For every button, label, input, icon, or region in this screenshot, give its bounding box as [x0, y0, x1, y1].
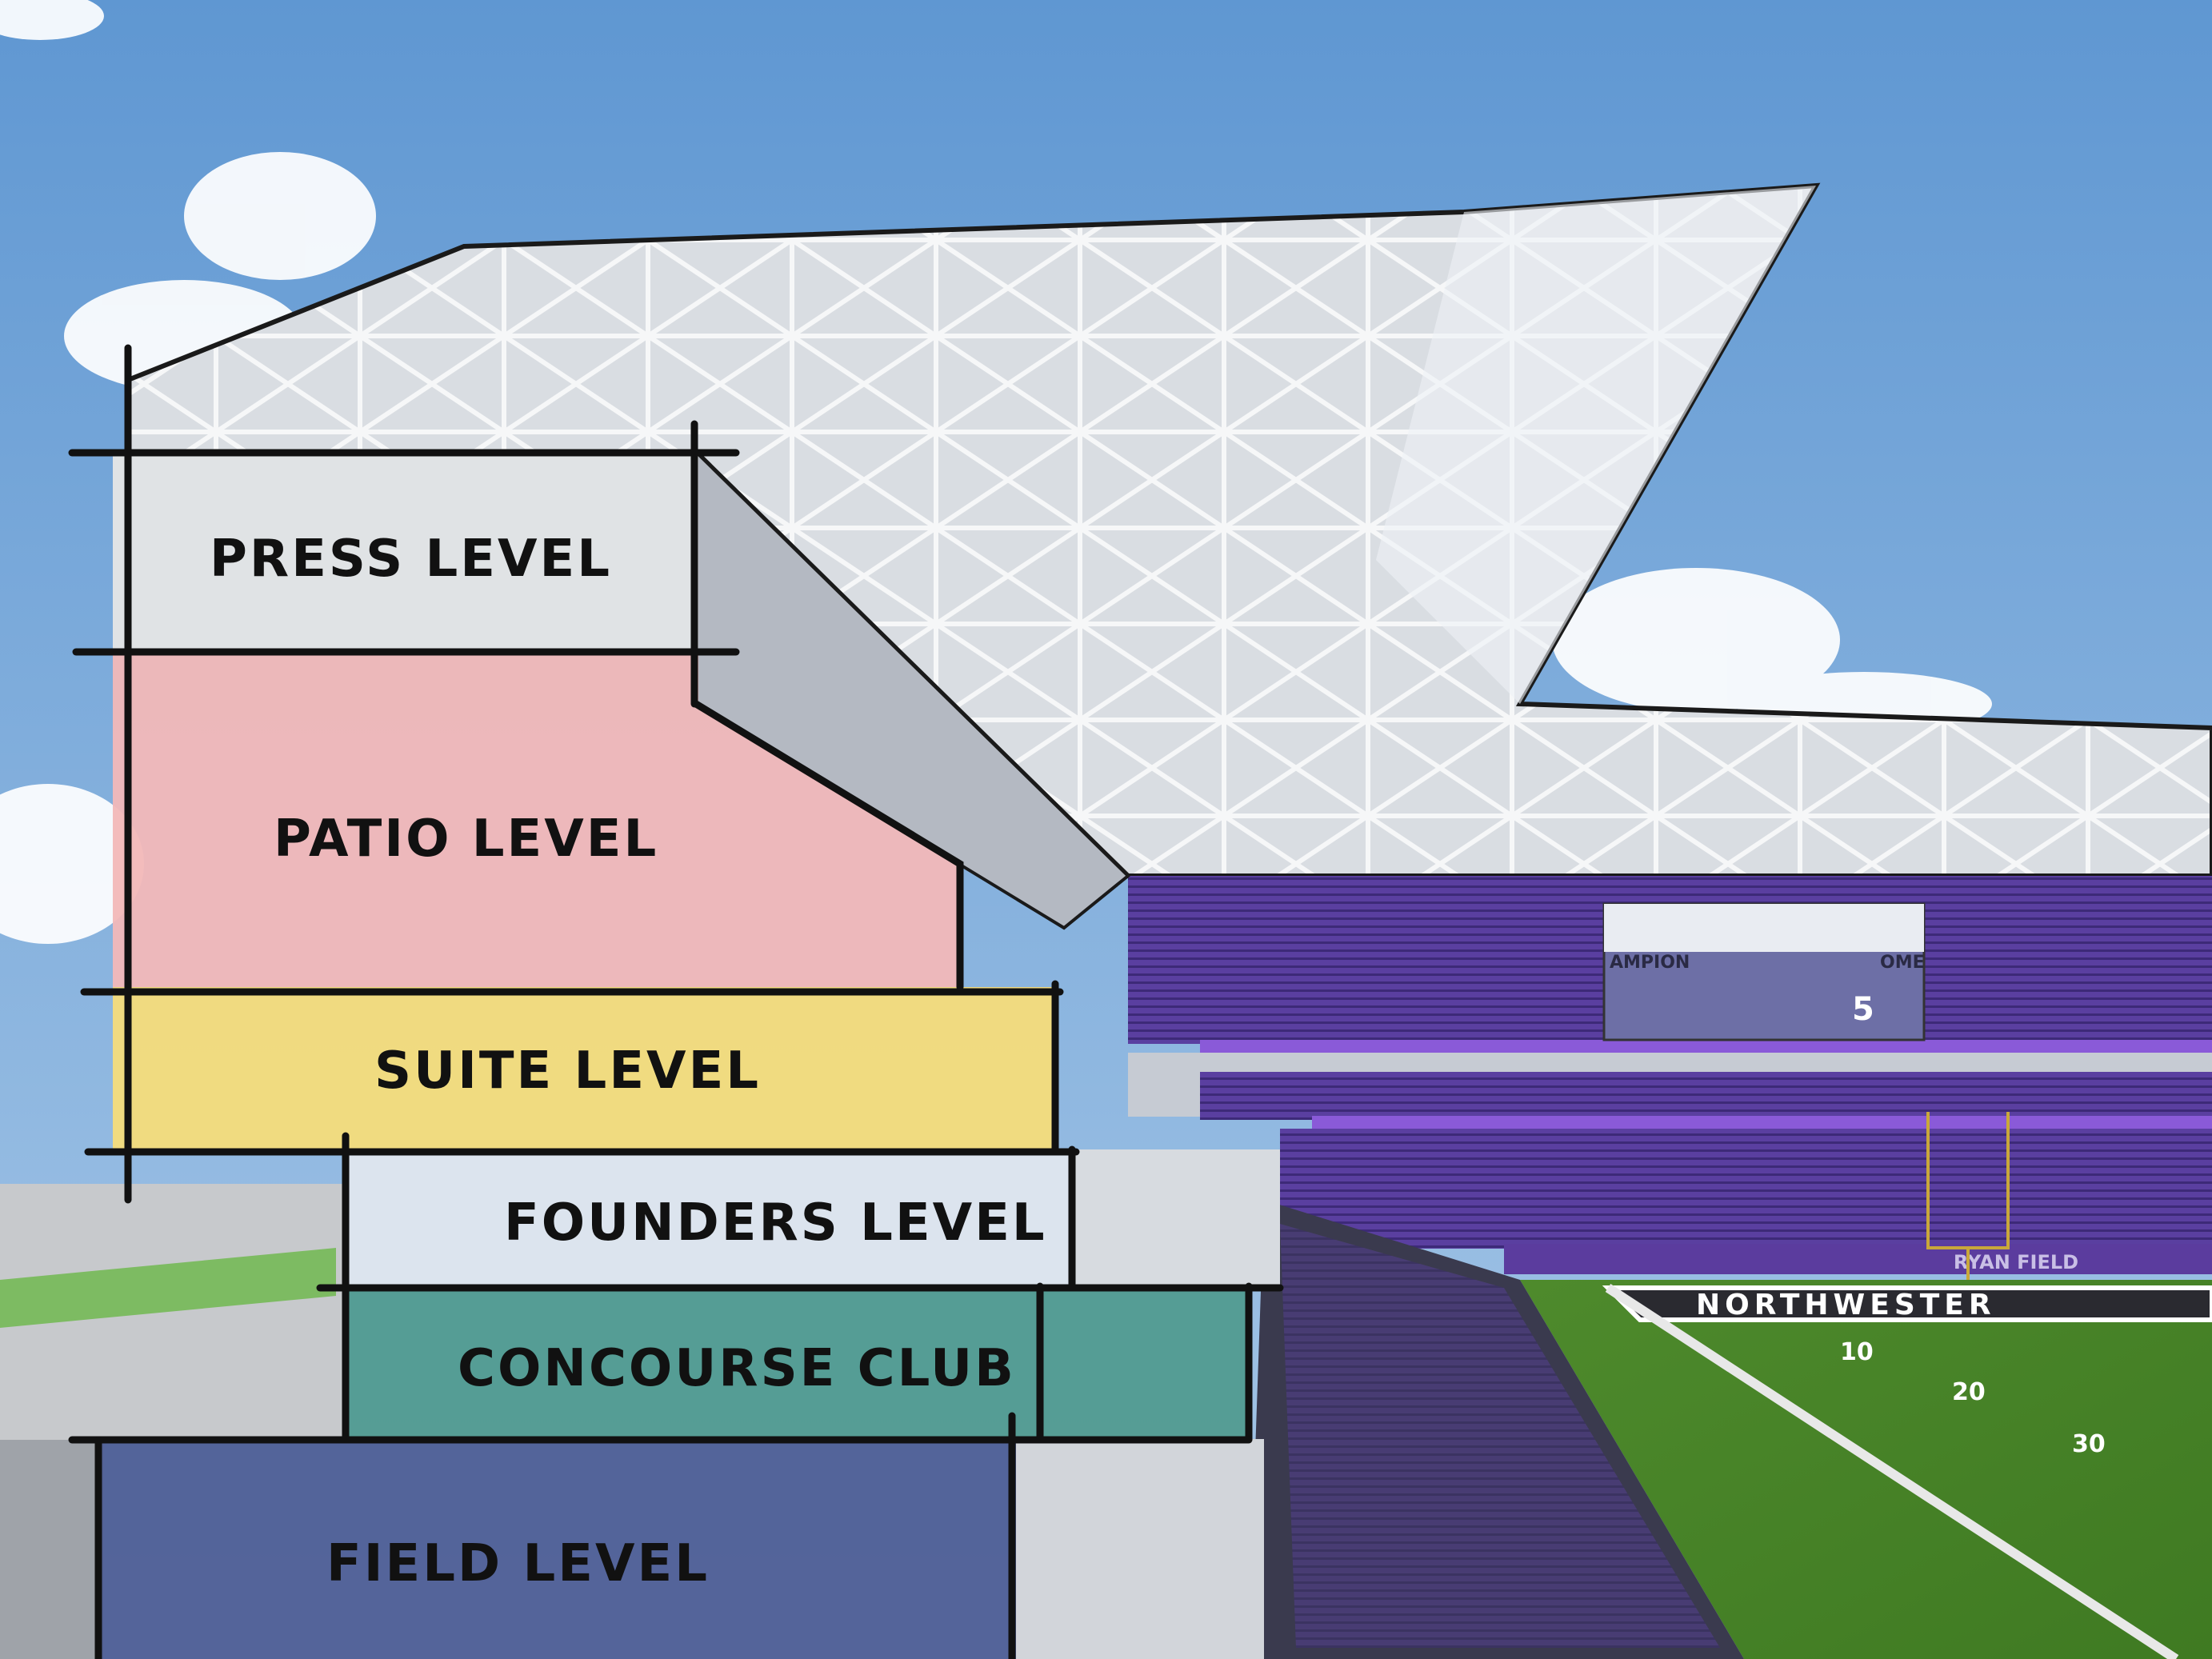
sketch-outlines [68, 344, 1284, 1659]
middle-stands [1200, 1072, 2212, 1120]
level-label-suite: SUITE LEVEL [374, 1041, 761, 1101]
middle-fascia [1312, 1116, 2212, 1129]
exterior-plaza [0, 1184, 344, 1440]
level-concourse-club: CONCOURSE CLUB [346, 1286, 1249, 1439]
level-label-patio: PATIO LEVEL [274, 810, 658, 869]
exterior-lawn [0, 1248, 336, 1328]
lower-stands [1280, 1129, 2212, 1249]
yard-number-30: 30 [2072, 1430, 2106, 1458]
yard-number-20: 20 [1952, 1378, 1986, 1406]
goal-post [1926, 1112, 2010, 1280]
yard-number-10: 10 [1840, 1338, 1874, 1366]
endzone-text: NORTHWESTER [1696, 1289, 1996, 1321]
wall-text: RYAN FIELD [1954, 1251, 2078, 1273]
video-scoreboard: AMPION OME 5 [1602, 902, 1926, 1041]
endzone-band [1602, 1285, 2212, 1322]
level-press: PRESS LEVEL [113, 451, 698, 652]
level-label-press: PRESS LEVEL [210, 530, 612, 589]
level-label-field: FIELD LEVEL [326, 1534, 710, 1593]
level-label-founders: FOUNDERS LEVEL [504, 1193, 1047, 1253]
scoreboard-text-right: OME [1880, 953, 1925, 973]
level-founders: FOUNDERS LEVEL [346, 1149, 1072, 1286]
roof-translucent-edge [1376, 186, 1816, 704]
founders-exterior [1072, 1149, 1280, 1286]
level-label-concourse-club: CONCOURSE CLUB [458, 1339, 1016, 1398]
sideline [1605, 1283, 2179, 1659]
field-level-corridor [1016, 1439, 1264, 1659]
level-suite: SUITE LEVEL [113, 987, 1055, 1149]
scoreboard-jersey-number: 5 [1852, 991, 1874, 1028]
lower-bowl-rows [1280, 1224, 1720, 1648]
field-wall [1504, 1244, 2212, 1274]
upper-fascia [1200, 1040, 2212, 1053]
level-field: FIELD LEVEL [98, 1439, 1016, 1659]
scoreboard-text-left: AMPION [1610, 953, 1690, 973]
exterior-lower-ground [0, 1440, 104, 1659]
